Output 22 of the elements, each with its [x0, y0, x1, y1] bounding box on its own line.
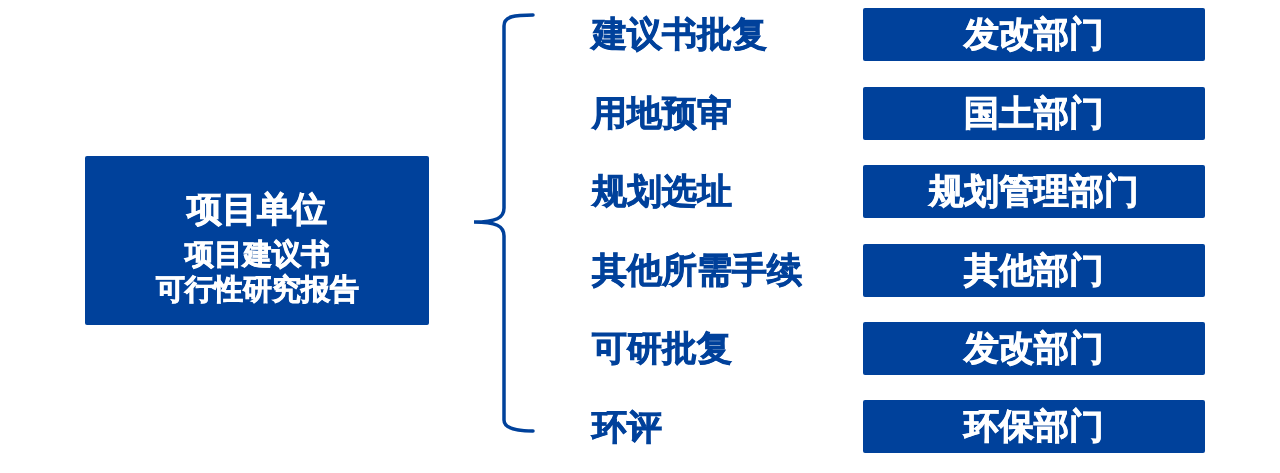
department-name: 发改部门: [964, 330, 1104, 367]
department-box: [863, 322, 1205, 375]
department-name: 其他部门: [964, 252, 1104, 289]
department-name: 发改部门: [964, 16, 1104, 53]
department-name: 国土部门: [964, 95, 1104, 132]
department-box: [863, 400, 1205, 453]
department-name: 规划管理部门: [929, 173, 1139, 210]
unit-title: 项目单位: [187, 191, 327, 228]
procedure-name: 用地预审: [592, 93, 732, 133]
procedure-name: 规划选址: [592, 171, 732, 211]
procedure-name: 其他所需手续: [592, 250, 802, 290]
department-box: [863, 8, 1205, 61]
procedure-name: 可研批复: [592, 328, 732, 368]
procedure-name: 建议书批复: [592, 14, 767, 54]
department-name: 环保部门: [964, 408, 1104, 445]
procedure-name: 环评: [592, 407, 662, 447]
department-box: [863, 165, 1205, 218]
department-box: [863, 244, 1205, 297]
unit-box: [85, 156, 429, 325]
department-box: [863, 87, 1205, 140]
document-name: 项目建议书: [184, 237, 330, 273]
document-name: 可行性研究报告: [155, 272, 359, 308]
